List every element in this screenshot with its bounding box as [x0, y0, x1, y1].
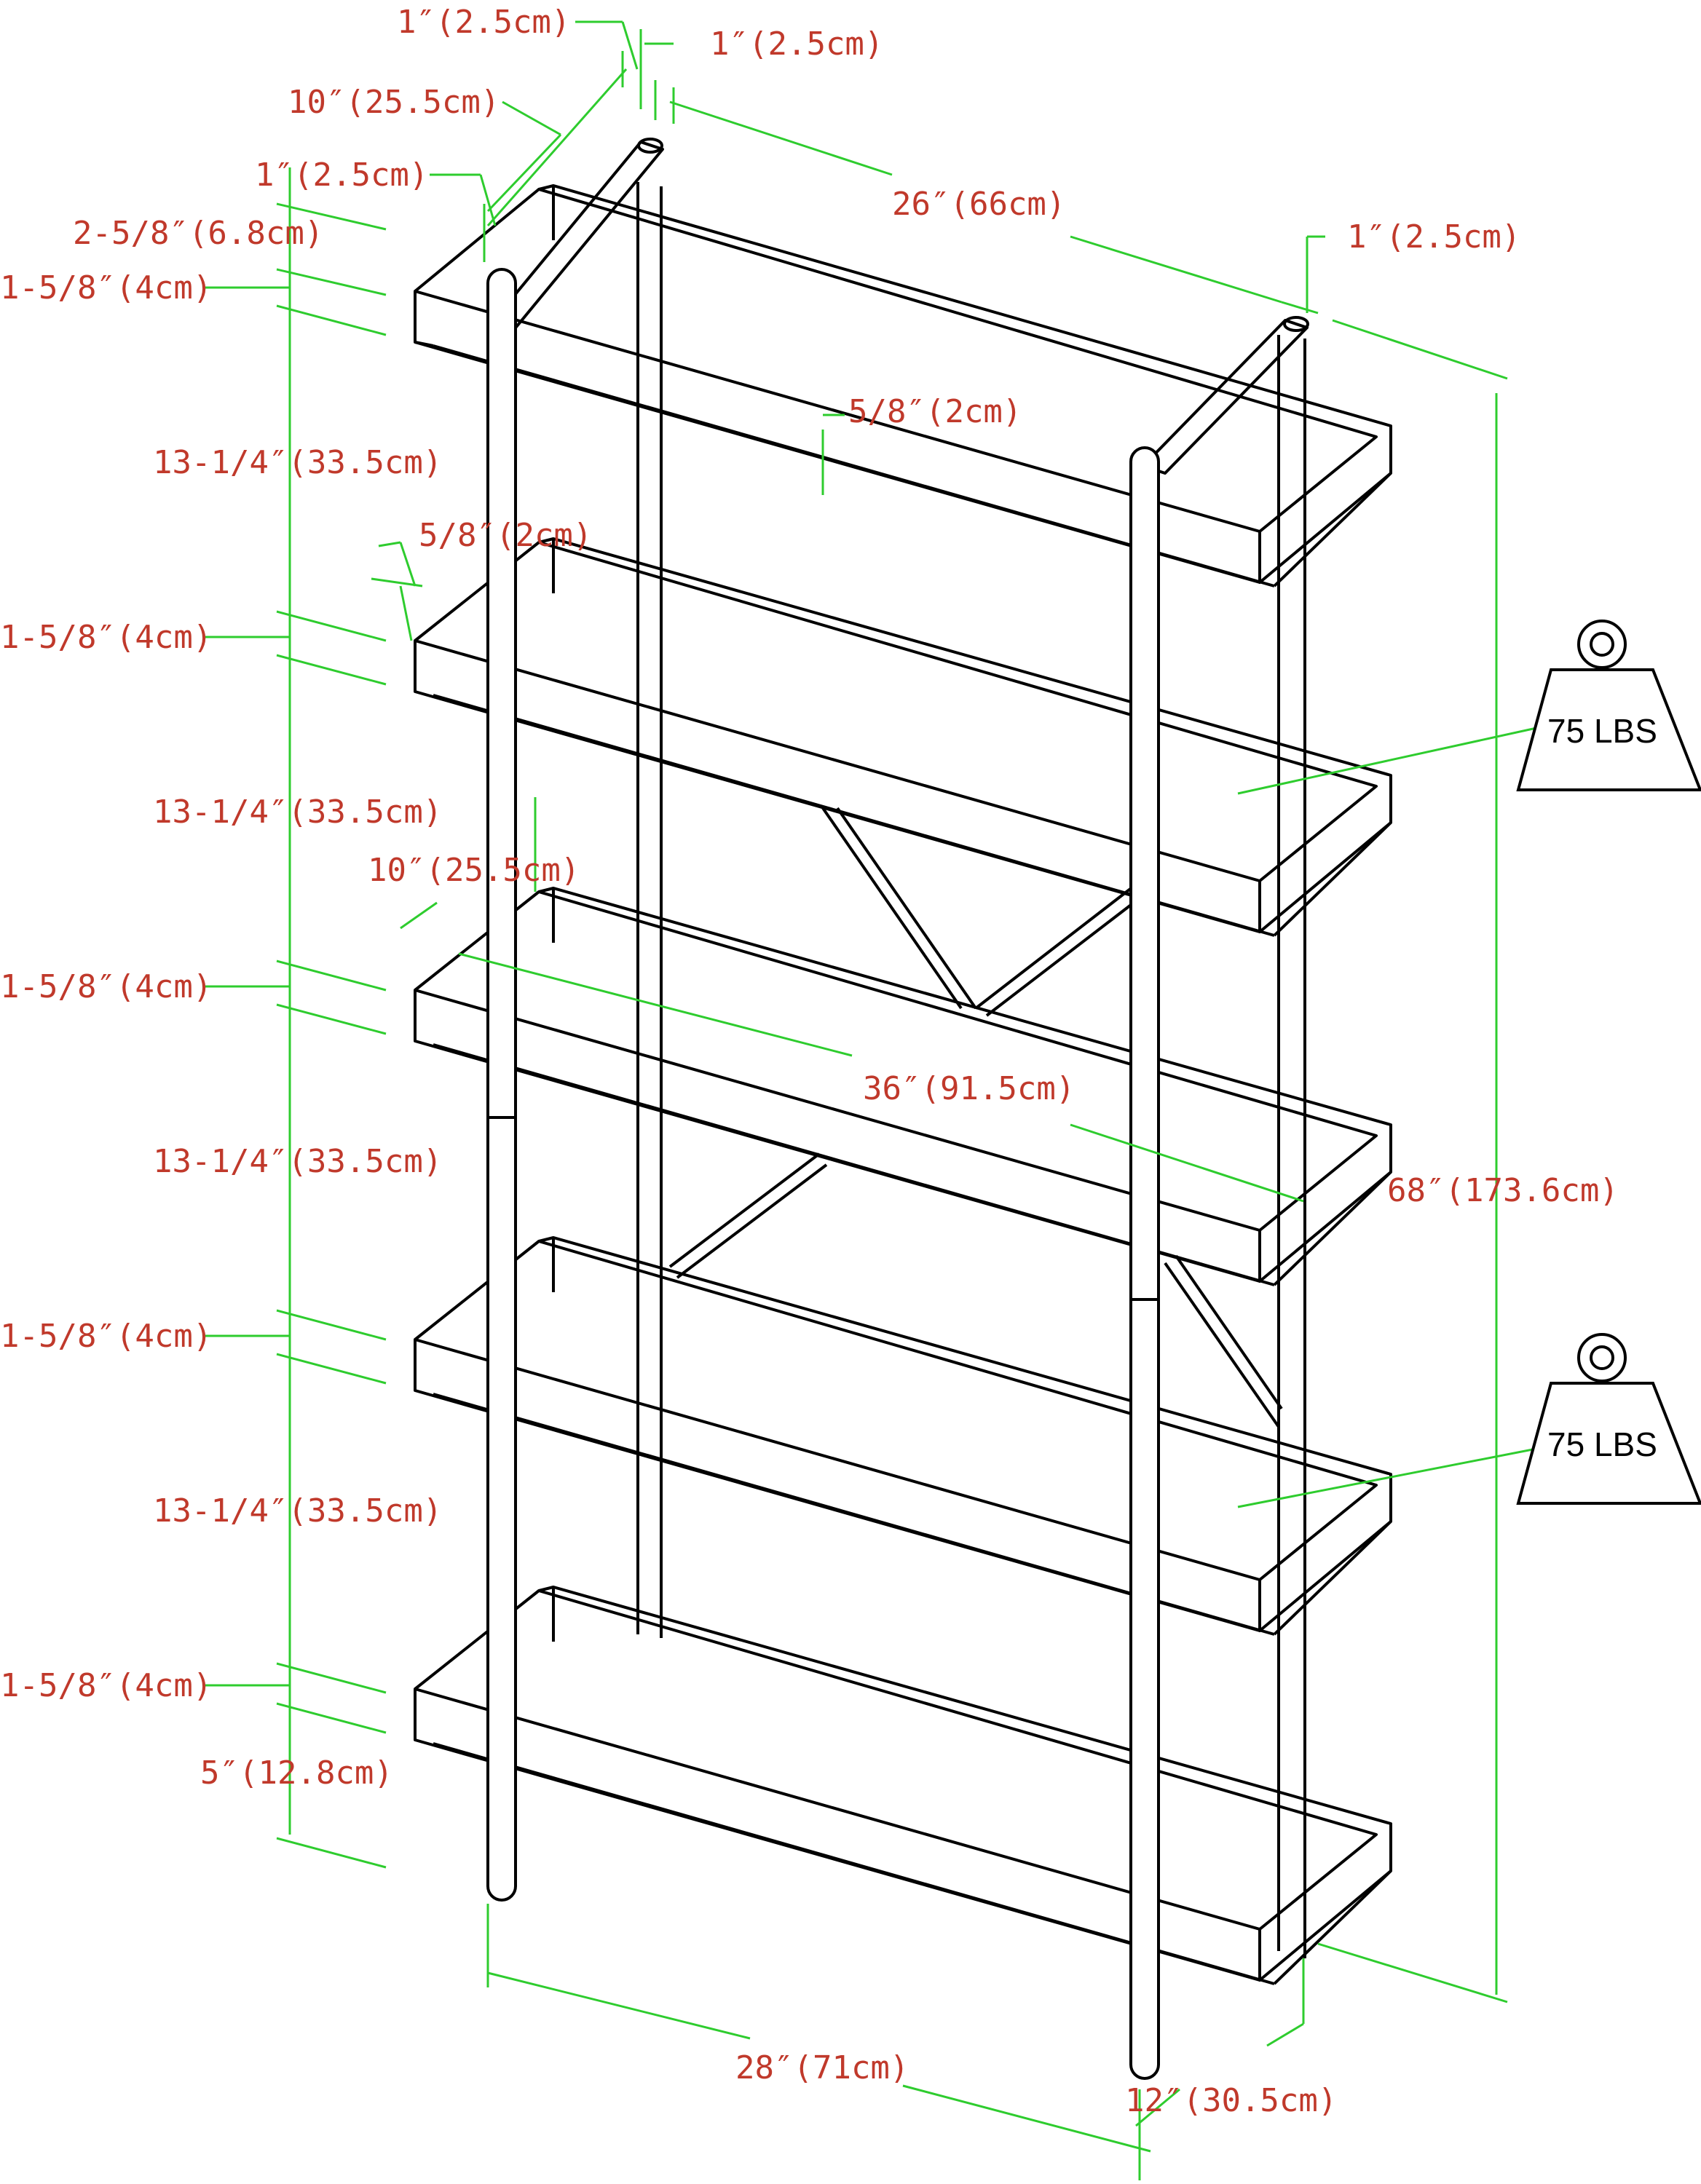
label-bottom-gap: 5″(12.8cm)	[200, 1754, 393, 1792]
label-shelf-thickness-5: 1-5/8″(4cm)	[0, 1667, 212, 1704]
shelf-4	[414, 1236, 1392, 1636]
label-shelf-thickness-4: 1-5/8″(4cm)	[0, 1318, 212, 1355]
label-shelf-thickness-2: 1-5/8″(4cm)	[0, 619, 212, 656]
label-top-depth-10: 10″(25.5cm)	[288, 84, 500, 121]
label-spacing-4: 13-1/4″(33.5cm)	[153, 1492, 442, 1530]
weight-tag-upper	[1516, 620, 1701, 791]
weight-tag-lower	[1516, 1333, 1701, 1505]
weight-icon	[1516, 1382, 1701, 1505]
shelf-5	[414, 1586, 1392, 1985]
weight-label-upper: 75 LBS	[1547, 712, 1657, 750]
lower-cross-brace	[668, 1152, 1283, 1428]
label-spacing-2: 13-1/4″(33.5cm)	[153, 794, 442, 831]
label-width-28: 28″(71cm)	[735, 2049, 909, 2086]
back-right-post	[1277, 335, 1306, 1958]
bookshelf-drawing	[414, 138, 1392, 2080]
label-panel-a: 5/8″(2cm)	[848, 393, 1022, 430]
label-shelf-thickness-3: 1-5/8″(4cm)	[0, 968, 212, 1005]
label-post-depth-b: 1″(2.5cm)	[710, 25, 883, 63]
upper-cross-brace	[821, 807, 1145, 1017]
label-spacing-1: 13-1/4″(33.5cm)	[153, 444, 442, 481]
front-left-post	[486, 268, 517, 1902]
dimension-lines	[204, 20, 1537, 2180]
label-top-gap: 2-5/8″(6.8cm)	[73, 215, 323, 252]
label-panel-b: 5/8″(2cm)	[419, 517, 592, 554]
front-right-post	[1129, 446, 1160, 2080]
label-height-68: 68″(173.6cm)	[1387, 1172, 1619, 1209]
label-top-rail-1: 1″(2.5cm)	[255, 157, 428, 194]
label-depth-12: 12″(30.5cm)	[1125, 2082, 1337, 2119]
label-length-36: 36″(91.5cm)	[863, 1070, 1075, 1107]
weight-label-lower: 75 LBS	[1547, 1425, 1657, 1463]
shelf-2	[414, 537, 1392, 937]
label-spacing-3: 13-1/4″(33.5cm)	[153, 1143, 442, 1180]
label-post-depth-a: 1″(2.5cm)	[397, 4, 570, 41]
back-left-post	[636, 182, 663, 1638]
label-width-26: 26″(66cm)	[892, 186, 1065, 223]
label-depth-10: 10″(25.5cm)	[368, 852, 580, 889]
weight-icon	[1516, 668, 1701, 791]
label-shelf-thickness-1: 1-5/8″(4cm)	[0, 269, 212, 306]
label-right-post-1: 1″(2.5cm)	[1347, 218, 1520, 256]
